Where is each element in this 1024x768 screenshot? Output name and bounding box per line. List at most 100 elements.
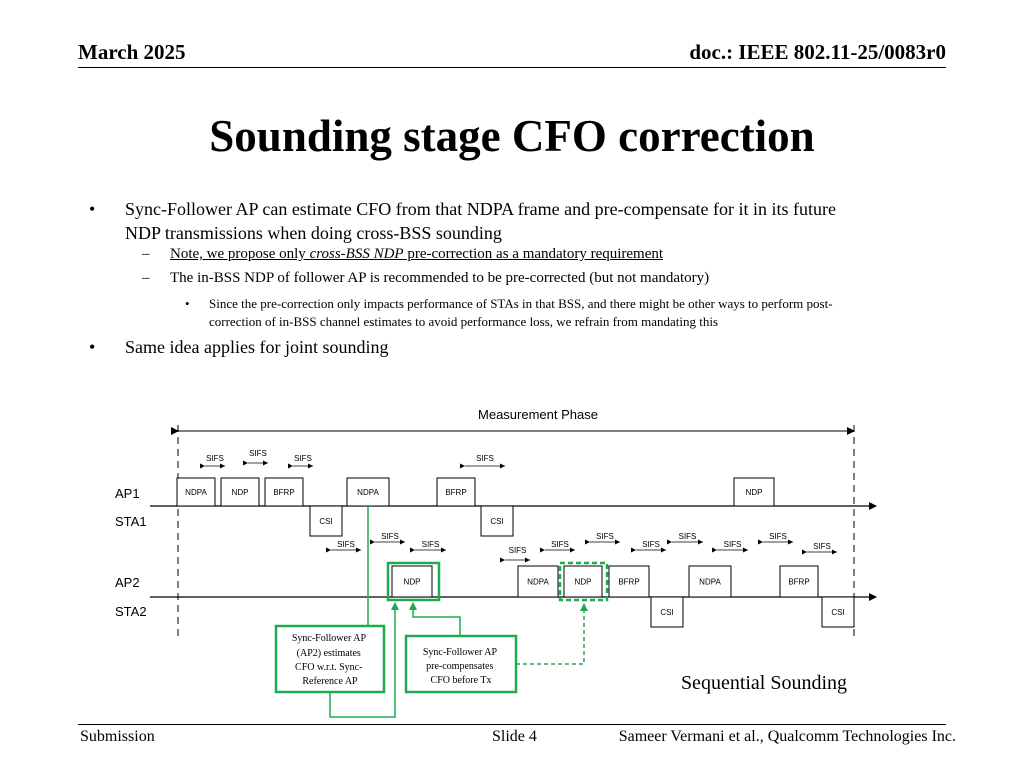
frame-sta2-csi-1: CSI bbox=[650, 596, 684, 628]
frame-ap1-ndp-2: NDP bbox=[733, 477, 775, 507]
sifs-gap-12: SIFS bbox=[667, 532, 703, 545]
bullet-dash: – bbox=[142, 246, 150, 262]
frame-sta1-csi-1: CSI bbox=[309, 505, 343, 537]
frame-ap1-bfrp-1: BFRP bbox=[264, 477, 304, 507]
bullet-text-line2: NDP transmissions when doing cross-BSS s… bbox=[125, 223, 502, 243]
since-line1: Since the pre-correction only impacts pe… bbox=[209, 296, 833, 311]
svg-text:CSI: CSI bbox=[490, 517, 503, 526]
bullet-sync-follower: • Sync-Follower AP can estimate CFO from… bbox=[89, 197, 935, 245]
frame-ap2-ndpa-2: NDPA bbox=[688, 565, 732, 598]
bullet-dash: – bbox=[142, 270, 150, 286]
sifs-gap-11: SIFS bbox=[631, 540, 666, 553]
frame-ap1-ndpa-2: NDPA bbox=[346, 477, 390, 507]
row-label-ap2: AP2 bbox=[115, 575, 140, 590]
callout2-to-dashed-ndp-arrow bbox=[516, 603, 588, 665]
frame-ap2-bfrp-2: BFRP bbox=[779, 565, 819, 598]
footer-submission: Submission bbox=[80, 728, 155, 745]
frame-ap2-ndp-1: NDP bbox=[391, 565, 433, 598]
bullet-dot: • bbox=[89, 337, 96, 357]
svg-text:NDP: NDP bbox=[575, 578, 592, 587]
frame-ap2-bfrp-1: BFRP bbox=[608, 565, 650, 598]
frame-sta1-csi-2: CSI bbox=[480, 505, 514, 537]
svg-text:NDP: NDP bbox=[232, 488, 249, 497]
header-rule bbox=[78, 67, 946, 68]
highlight-ndp-dashed bbox=[558, 561, 609, 602]
svg-text:BFRP: BFRP bbox=[273, 488, 294, 497]
same-idea-text: Same idea applies for joint sounding bbox=[125, 337, 389, 357]
svg-text:SIFS: SIFS bbox=[509, 546, 527, 555]
frame-ap2-ndpa-1: NDPA bbox=[517, 565, 559, 598]
sifs-gap-6: SIFS bbox=[370, 532, 405, 545]
header-doc-id: doc.: IEEE 802.11-25/0083r0 bbox=[689, 40, 946, 64]
slide-title: Sounding stage CFO correction bbox=[209, 111, 815, 161]
row-label-sta2: STA2 bbox=[115, 604, 147, 619]
sifs-gap-10: SIFS bbox=[585, 532, 620, 545]
bullet-dot: • bbox=[89, 199, 96, 219]
row-label-sta1: STA1 bbox=[115, 514, 147, 529]
svg-text:BFRP: BFRP bbox=[618, 578, 639, 587]
sifs-gap-13: SIFS bbox=[712, 540, 748, 553]
diagram-caption: Sequential Sounding bbox=[681, 672, 847, 694]
note-text: Note, we propose only cross-BSS NDP pre-… bbox=[170, 246, 664, 262]
sifs-gap-7: SIFS bbox=[410, 540, 446, 553]
callout-estimates-cfo bbox=[274, 624, 386, 694]
svg-text:BFRP: BFRP bbox=[445, 488, 466, 497]
svg-text:CSI: CSI bbox=[660, 608, 673, 617]
callout1-to-ndp-arrow bbox=[329, 602, 399, 718]
svg-text:NDPA: NDPA bbox=[527, 578, 549, 587]
frame-ap1-ndp-1: NDP bbox=[220, 477, 260, 507]
callout2-to-ndp-arrow bbox=[409, 602, 461, 636]
frame-sta2-csi-2: CSI bbox=[821, 596, 855, 628]
callout-estimates-cfo-text: Sync-Follower AP (AP2) estimates CFO w.r… bbox=[292, 633, 368, 687]
bullet-same-idea: • Same idea applies for joint sounding bbox=[89, 335, 935, 359]
callout-precompensates-cfo-text: Sync-Follower AP pre-compensates CFO bef… bbox=[423, 647, 499, 686]
since-line2: correction of in-BSS channel estimates t… bbox=[209, 314, 719, 329]
svg-text:NDP: NDP bbox=[404, 578, 421, 587]
inbss-text: The in-BSS NDP of follower AP is recomme… bbox=[170, 270, 710, 286]
svg-text:SIFS: SIFS bbox=[381, 532, 399, 541]
svg-text:SIFS: SIFS bbox=[813, 542, 831, 551]
sifs-gap-4: SIFS bbox=[460, 454, 505, 469]
svg-text:NDPA: NDPA bbox=[185, 488, 207, 497]
frame-ap1-ndpa-1: NDPA bbox=[176, 477, 216, 507]
sifs-gap-9: SIFS bbox=[540, 540, 575, 553]
row-label-ap1: AP1 bbox=[115, 486, 140, 501]
footer-rule bbox=[78, 724, 946, 725]
highlight-ndp-crossbss bbox=[386, 561, 441, 602]
sifs-gap-3: SIFS bbox=[288, 454, 313, 469]
sifs-gap-2: SIFS bbox=[243, 449, 268, 466]
svg-text:NDPA: NDPA bbox=[357, 488, 379, 497]
sifs-gap-8: SIFS bbox=[500, 546, 530, 563]
bullet-dot: • bbox=[185, 296, 190, 311]
svg-text:NDP: NDP bbox=[746, 488, 763, 497]
sub-bullet-inbss: – The in-BSS NDP of follower AP is recom… bbox=[142, 270, 710, 287]
frame-ap1-bfrp-2: BFRP bbox=[436, 477, 476, 507]
svg-text:SIFS: SIFS bbox=[679, 532, 697, 541]
svg-text:BFRP: BFRP bbox=[788, 578, 809, 587]
svg-text:NDPA: NDPA bbox=[699, 578, 721, 587]
svg-text:SIFS: SIFS bbox=[422, 540, 440, 549]
sifs-gap-15: SIFS bbox=[802, 542, 837, 555]
svg-text:CSI: CSI bbox=[831, 608, 844, 617]
sifs-gap-1: SIFS bbox=[200, 454, 225, 469]
footer-slide-number: Slide 4 bbox=[492, 728, 537, 745]
bullet-text-line1: Sync-Follower AP can estimate CFO from t… bbox=[125, 199, 837, 219]
svg-text:SIFS: SIFS bbox=[249, 449, 267, 458]
svg-text:SIFS: SIFS bbox=[294, 454, 312, 463]
svg-text:SIFS: SIFS bbox=[769, 532, 787, 541]
svg-text:SIFS: SIFS bbox=[551, 540, 569, 549]
measurement-phase-label: Measurement Phase bbox=[478, 407, 598, 422]
frame-ap2-ndp-2: NDP bbox=[563, 565, 603, 598]
svg-text:SIFS: SIFS bbox=[596, 532, 614, 541]
svg-text:SIFS: SIFS bbox=[476, 454, 494, 463]
sifs-gap-14: SIFS bbox=[758, 532, 793, 545]
sub-bullet-note: – Note, we propose only cross-BSS NDP pr… bbox=[142, 246, 664, 263]
sub-sub-bullet-since: • Since the pre-correction only impacts … bbox=[185, 295, 909, 331]
callout-precompensates-cfo bbox=[404, 634, 518, 694]
svg-text:SIFS: SIFS bbox=[337, 540, 355, 549]
header-date: March 2025 bbox=[78, 40, 186, 64]
sifs-gap-5: SIFS bbox=[326, 540, 361, 553]
footer-authors: Sameer Vermani et al., Qualcomm Technolo… bbox=[618, 728, 956, 745]
svg-text:CSI: CSI bbox=[319, 517, 332, 526]
